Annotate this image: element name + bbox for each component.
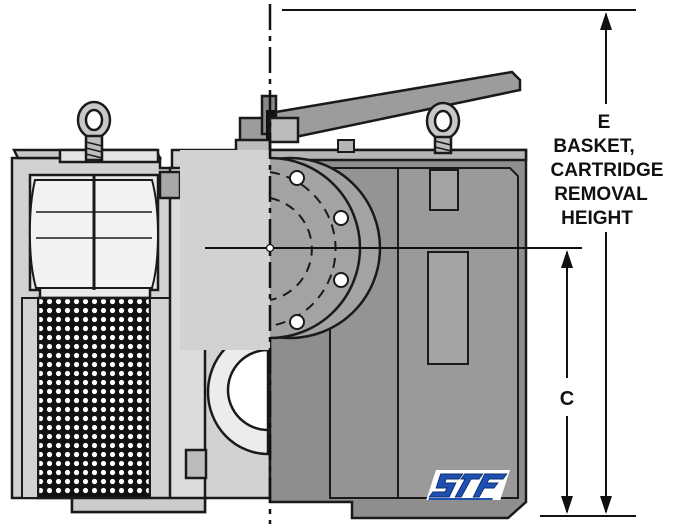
label-e-line2: CARTRIDGE bbox=[551, 160, 664, 181]
eyebolt-right bbox=[425, 101, 461, 155]
eyebolt-left bbox=[76, 100, 112, 162]
label-e-line4: HEIGHT bbox=[561, 208, 633, 229]
label-e-letter: E bbox=[598, 112, 611, 133]
exterior-view bbox=[180, 70, 528, 520]
label-c-letter: C bbox=[560, 388, 574, 410]
dimension-e bbox=[282, 9, 636, 517]
ssf-logo bbox=[426, 470, 510, 500]
label-e-line1: BASKET, bbox=[553, 136, 634, 157]
label-e-line3: REMOVAL bbox=[554, 184, 648, 205]
dimension-c bbox=[561, 250, 573, 514]
perforated-screen bbox=[36, 296, 152, 500]
